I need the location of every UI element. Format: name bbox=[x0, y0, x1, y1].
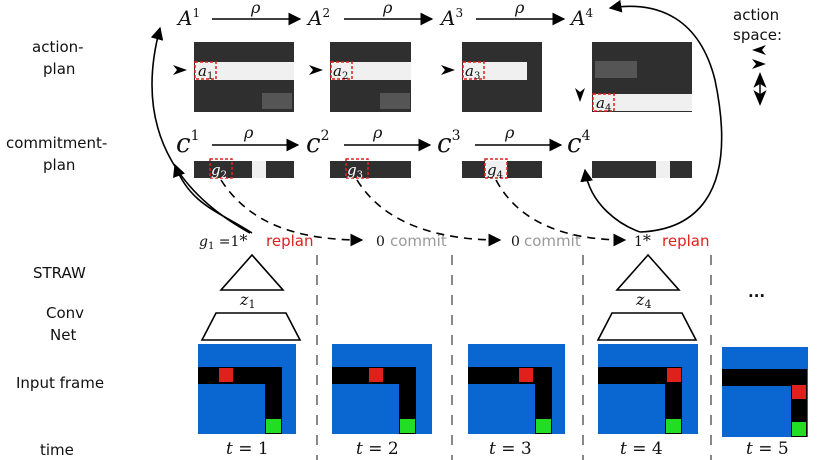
rho-label: ρ bbox=[250, 0, 261, 17]
commitment-plan-labels: c1 c2 c3 c4 bbox=[176, 128, 591, 159]
action-plan-panel-3: a3 bbox=[462, 42, 542, 112]
time-label-4: t = 4 bbox=[620, 439, 663, 459]
commit-dash-1 bbox=[220, 179, 364, 247]
step-2-action: commit bbox=[390, 232, 447, 250]
svg-text:g3: g3 bbox=[347, 161, 363, 181]
gate-4: 1* bbox=[634, 231, 651, 250]
action-plan-labels: A1 A2 A3 A4 bbox=[176, 6, 593, 30]
z-label-1: z1 bbox=[239, 290, 255, 311]
convnet-trapezoid-1 bbox=[200, 312, 302, 341]
svg-text:a2: a2 bbox=[333, 62, 348, 82]
label-convnet-1: Conv bbox=[46, 304, 84, 322]
action-plan-A4: A4 bbox=[569, 6, 593, 30]
commitment-bar-1: g2 bbox=[194, 158, 294, 181]
gate-2: 0 bbox=[376, 234, 385, 250]
pointer-arrow-icon bbox=[441, 65, 455, 75]
label-input-frame: Input frame bbox=[16, 374, 104, 392]
time-label-3: t = 3 bbox=[489, 439, 532, 459]
commitment-c4: c4 bbox=[567, 128, 591, 159]
left-arrow-icon bbox=[752, 45, 766, 55]
time-label-2: t = 2 bbox=[356, 439, 399, 459]
action-space-label-1: action bbox=[733, 6, 779, 24]
commit-dash-3 bbox=[495, 179, 627, 247]
action-plan-A2: A2 bbox=[306, 6, 330, 30]
gate-1: g1 =1* bbox=[199, 231, 247, 252]
pointer-arrow-icon bbox=[575, 88, 585, 102]
straw-triangle-1 bbox=[219, 253, 285, 291]
label-commitment-plan-2: plan bbox=[43, 156, 75, 174]
commitment-c2: c2 bbox=[306, 128, 329, 159]
action-plan-panel-2: a2 bbox=[330, 42, 411, 112]
label-action-plan-1: action- bbox=[32, 38, 84, 56]
input-frame-4 bbox=[598, 344, 698, 434]
rho-label: ρ bbox=[504, 123, 515, 142]
commit-dash-2 bbox=[356, 179, 502, 247]
commitment-c3: c3 bbox=[437, 128, 460, 159]
input-frame-3 bbox=[468, 344, 565, 434]
convnet-trapezoid-4 bbox=[596, 312, 698, 341]
action-plan-A3: A3 bbox=[439, 6, 463, 30]
label-time: time bbox=[40, 441, 74, 459]
commitment-bar-3: g4 bbox=[462, 158, 542, 181]
action-space-label-2: space: bbox=[733, 26, 782, 44]
right-arrow-icon bbox=[752, 59, 766, 69]
pointer-arrow-icon bbox=[309, 65, 323, 75]
action-plan-panel-4: a4 bbox=[592, 42, 692, 114]
gate-3: 0 bbox=[511, 234, 520, 250]
z-label-4: z4 bbox=[635, 290, 651, 311]
svg-text:g2: g2 bbox=[211, 161, 227, 181]
commitment-c1: c1 bbox=[176, 128, 199, 159]
replan-arrow-to-c1 bbox=[173, 163, 253, 234]
commitment-bar-4 bbox=[592, 161, 692, 178]
action-plan-A1: A1 bbox=[176, 6, 200, 30]
input-frame-2 bbox=[332, 344, 432, 434]
up-down-arrow-icon bbox=[753, 72, 767, 106]
label-convnet-2: Net bbox=[50, 326, 76, 344]
rho-label: ρ bbox=[382, 0, 393, 17]
commitment-bar-2: g3 bbox=[330, 158, 411, 181]
input-frame-5 bbox=[722, 347, 808, 437]
time-label-5: t = 5 bbox=[746, 439, 789, 459]
input-frame-1 bbox=[198, 344, 296, 434]
pointer-arrow-icon bbox=[173, 65, 187, 75]
step-4-action: replan bbox=[662, 232, 709, 250]
time-label-1: t = 1 bbox=[226, 439, 269, 459]
step-1-action: replan bbox=[266, 232, 313, 250]
svg-text:a1: a1 bbox=[198, 62, 213, 82]
label-action-plan-2: plan bbox=[43, 60, 75, 78]
step-3-action: commit bbox=[524, 232, 581, 250]
ellipsis: ... bbox=[748, 283, 765, 301]
svg-text:a3: a3 bbox=[465, 62, 480, 82]
label-straw: STRAW bbox=[33, 264, 86, 282]
rho-label: ρ bbox=[243, 123, 254, 142]
svg-text:a4: a4 bbox=[596, 94, 611, 114]
replan-arrow-to-c4 bbox=[580, 168, 641, 233]
svg-text:g4: g4 bbox=[487, 161, 503, 181]
rho-label: ρ bbox=[372, 123, 383, 142]
replan-arrow-to-A4 bbox=[608, 0, 723, 233]
action-plan-panel-1: a1 bbox=[194, 42, 294, 112]
label-commitment-plan-1: commitment- bbox=[6, 134, 107, 152]
straw-triangle-4 bbox=[615, 253, 681, 291]
rho-label: ρ bbox=[514, 0, 525, 17]
